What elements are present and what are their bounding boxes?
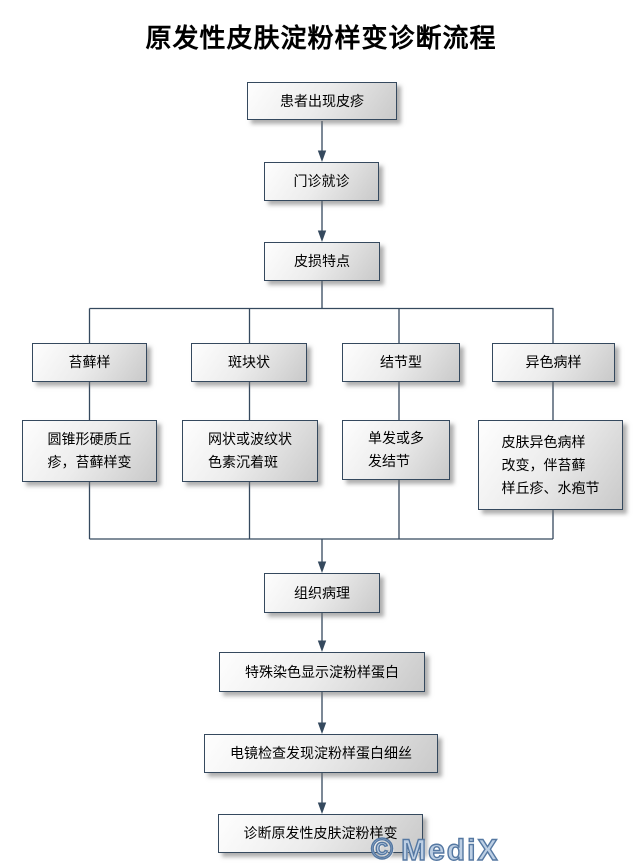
watermark: © MediX [370,833,500,867]
node-plaque-desc: 网状或波纹状 色素沉着斑 [182,420,318,482]
node-histopathology: 组织病理 [264,573,380,613]
node-nodular: 结节型 [342,343,460,382]
node-lesion-features: 皮损特点 [264,242,380,281]
copyright-icon: © [370,833,396,866]
node-lichenoid: 苔藓样 [32,343,147,382]
node-plaque: 斑块状 [191,343,307,382]
arrowhead-icon [317,561,327,573]
arrowhead-icon [317,230,327,242]
node-patient-rash: 患者出现皮疹 [247,82,397,120]
arrowhead-icon [317,802,327,814]
node-special-stain: 特殊染色显示淀粉样蛋白 [219,652,425,692]
arrowhead-icon [317,722,327,734]
node-electron-microscopy: 电镜检查发现淀粉样蛋白细丝 [204,734,438,773]
node-outpatient-visit: 门诊就诊 [264,162,379,201]
arrowhead-icon [317,150,327,162]
node-poikiloderma-desc: 皮肤异色病样 改变，伴苔藓 样丘疹、水疱节 [478,420,623,510]
arrowhead-icon [317,640,327,652]
node-nodular-desc: 单发或多 发结节 [342,420,450,480]
node-diagnosis: 诊断原发性皮肤淀粉样变 [218,814,423,853]
node-lichenoid-desc: 圆锥形硬质丘 疹，苔藓样变 [22,420,157,482]
node-poikiloderma: 异色病样 [492,343,615,382]
page-title: 原发性皮肤淀粉样变诊断流程 [145,23,497,53]
watermark-brand: MediX [400,834,500,867]
